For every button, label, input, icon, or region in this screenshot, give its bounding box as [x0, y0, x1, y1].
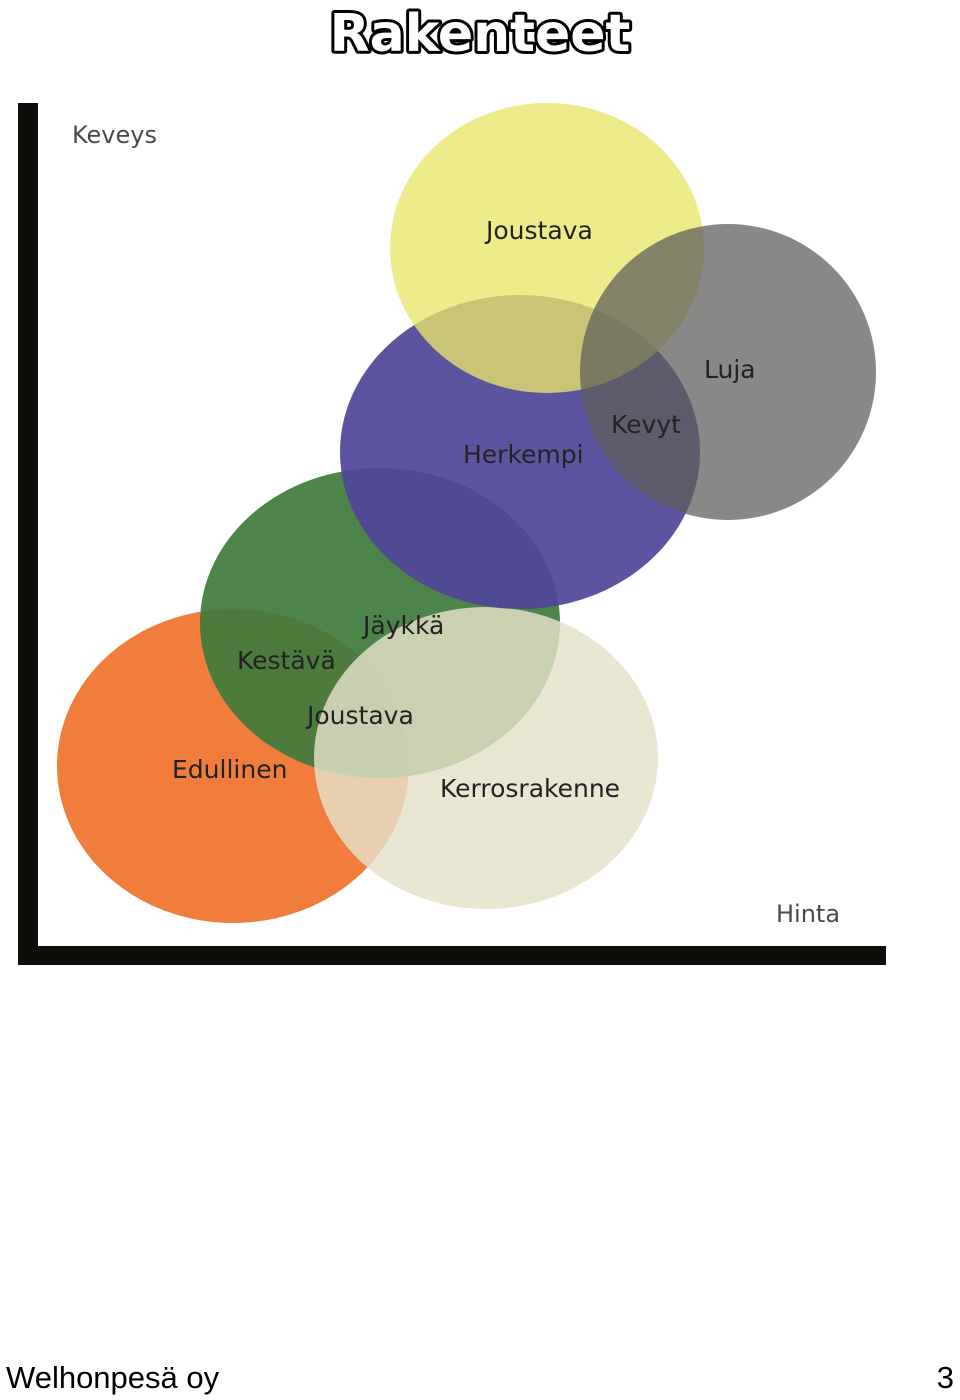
label-edullinen: Edullinen: [172, 755, 287, 784]
label-kerrosrakenne: Kerrosrakenne: [440, 774, 620, 803]
x-axis: [18, 946, 886, 965]
x-axis-label: Hinta: [776, 900, 840, 928]
footer-company: Welhonpesä oy: [6, 1360, 220, 1395]
circle-kerrosrakenne: [314, 607, 658, 909]
page-title-text: Rakenteet: [330, 4, 631, 62]
label-kevyt: Kevyt: [611, 410, 681, 439]
label-joustava-top: Joustava: [484, 216, 593, 245]
label-jaykka: Jäykkä: [361, 611, 444, 640]
label-luja: Luja: [704, 355, 756, 384]
circle-luja: [580, 224, 876, 520]
label-kestava: Kestävä: [237, 646, 336, 675]
label-joustava-middle: Joustava: [305, 701, 414, 730]
y-axis: [18, 103, 38, 965]
label-herkempi: Herkempi: [463, 440, 584, 469]
venn-diagram: Keveys Hinta Joustava Luja Kevyt Herkemp…: [18, 103, 886, 965]
page-title: Rakenteet: [327, 1, 634, 62]
y-axis-label: Keveys: [72, 121, 157, 149]
footer-page-number: 3: [936, 1360, 954, 1395]
